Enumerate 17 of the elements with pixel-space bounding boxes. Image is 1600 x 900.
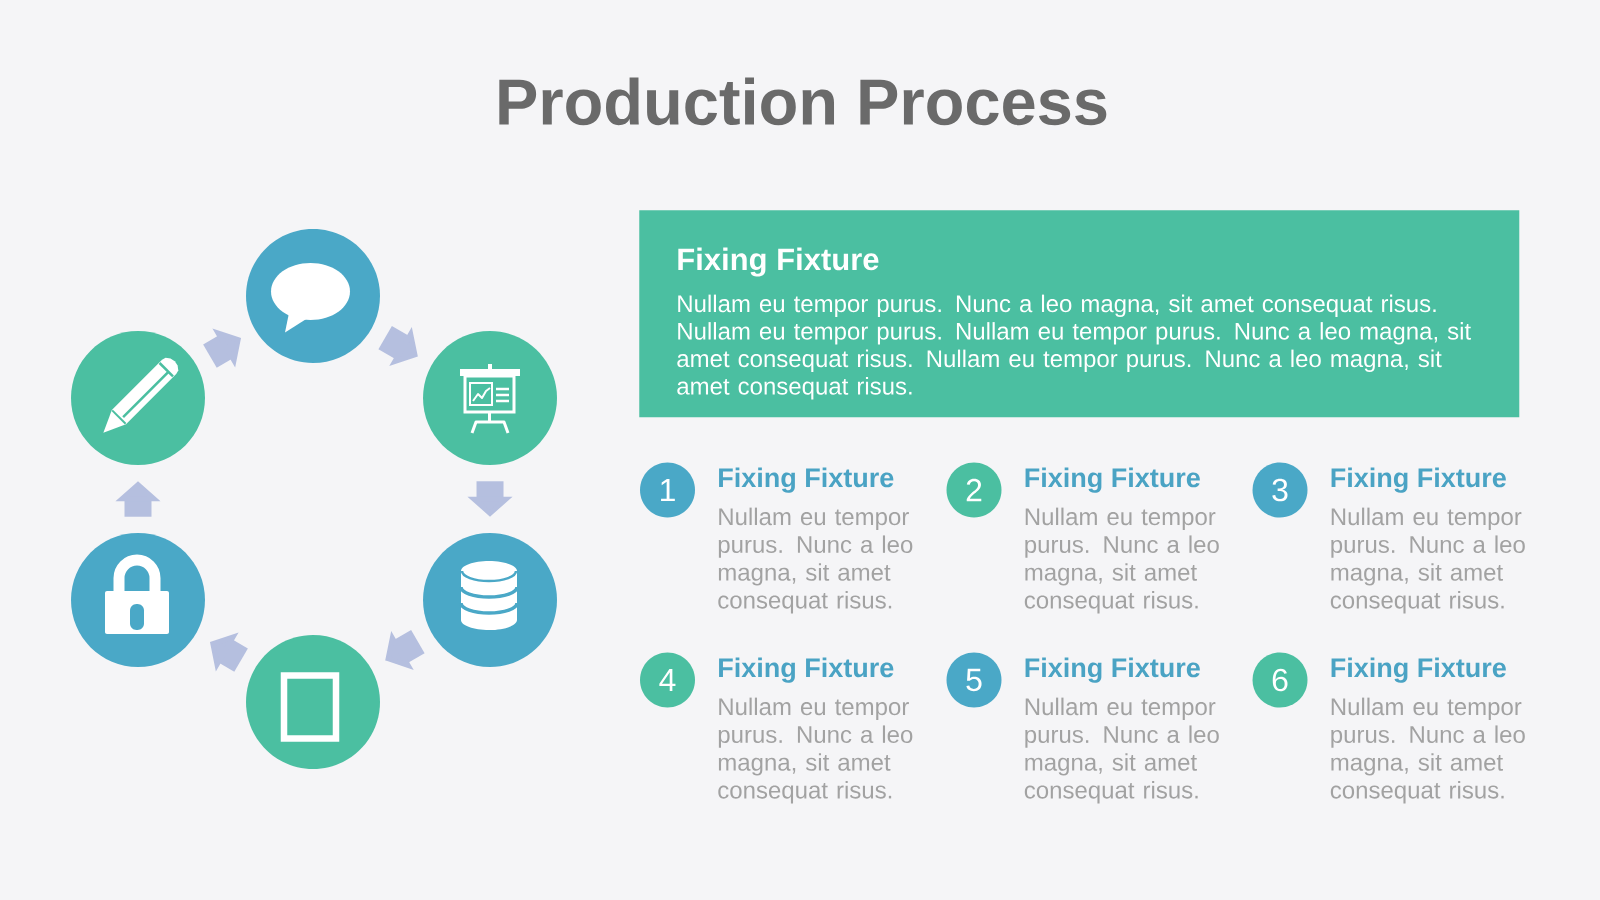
paragraph: Nullam eu tempor purus. Nunc a leo magna, sit amet consequat risus. — [1024, 507, 1219, 614]
arrow — [385, 629, 425, 670]
paragraph: Nullam eu tempor purus. Nunc a leo magna, sit amet consequat risus. — [1330, 697, 1525, 804]
title: Production Process — [499, 77, 1107, 126]
paragraph: Nullam eu tempor purus. Nunc a leo magna, sit amet consequat risus. — [718, 507, 913, 614]
paragraph: Nullam eu tempor purus. Nunc a leo magna, sit amet consequat risus. Nullam eu tempor purus. Nullam eu tempor purus. Nunc a leo magna, sit amet consequat risus. Nullam eu tempor purus. Nunc a leo magna, sit amet consequat risus. — [677, 294, 1471, 400]
text-panel — [639, 210, 1520, 418]
heading: Fixing Fixture — [1331, 657, 1506, 683]
heading: Fixing Fixture — [719, 467, 894, 493]
paragraph: Nullam eu tempor purus. Nunc a leo magna, sit amet consequat risus. — [1024, 697, 1219, 804]
paragraph: Nullam eu tempor purus. Nunc a leo magna, sit amet consequat risus. — [1330, 507, 1525, 614]
heading: Fixing Fixture — [1331, 467, 1506, 493]
paragraph: Nullam eu tempor purus. Nunc a leo magna, sit amet consequat risus. — [718, 697, 913, 804]
heading: Fixing Fixture — [1025, 467, 1200, 493]
heading: Fixing Fixture — [678, 247, 879, 277]
heading: Fixing Fixture — [1025, 657, 1200, 683]
heading: Fixing Fixture — [719, 657, 894, 683]
